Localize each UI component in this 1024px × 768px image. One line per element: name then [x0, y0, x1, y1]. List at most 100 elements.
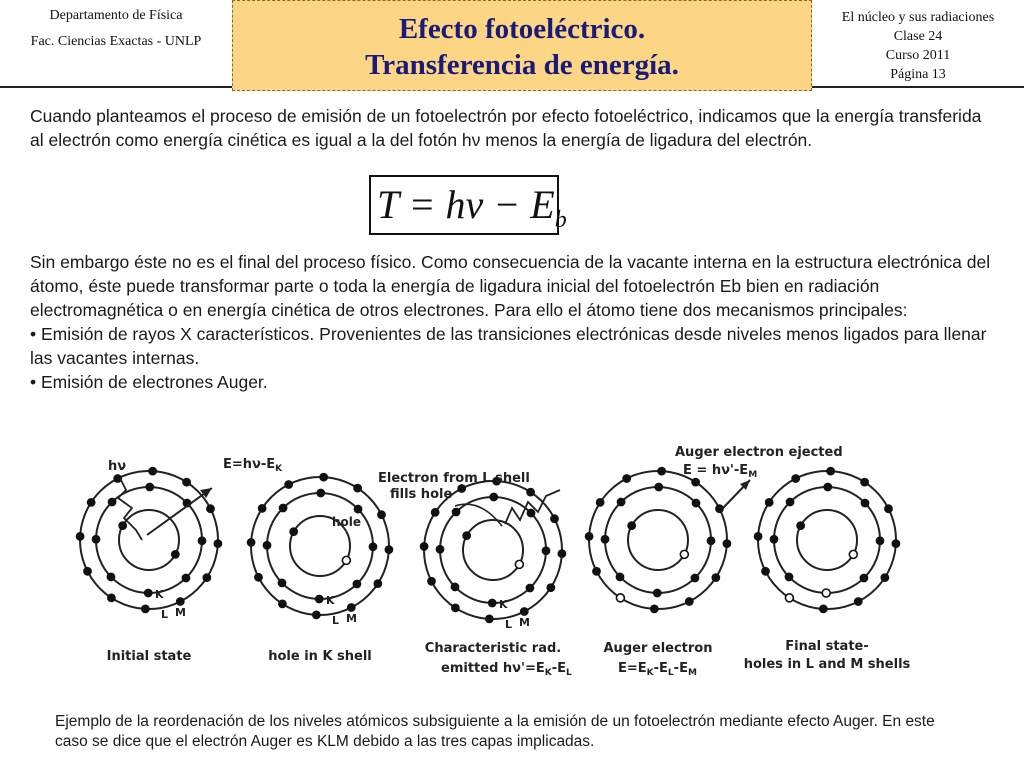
slide-title-line1: Efecto fotoeléctrico.	[398, 13, 646, 45]
atom-4-caption-2: E=EK-EL-EM	[618, 661, 697, 678]
auger-electron-arrowhead	[740, 480, 750, 490]
course-topic-label: El núcleo y sus radiaciones	[841, 10, 995, 25]
atom-3-electron	[526, 487, 536, 497]
header-left-block: Departamento de Física Fac. Ciencias Exa…	[0, 0, 232, 88]
atom-1-electron	[83, 566, 92, 576]
atom-5-electron	[785, 497, 795, 507]
atom-4-electron	[649, 604, 659, 614]
atom-5-electron	[875, 536, 885, 546]
photoelectron-arrow	[146, 487, 213, 536]
atom-5-electron	[826, 466, 836, 476]
atom-5-shell-1	[796, 509, 858, 571]
atom-3-electron	[419, 541, 429, 551]
atom-1-electron	[107, 497, 117, 507]
atom-5-electron	[753, 531, 763, 541]
atom-3-shell-1	[462, 519, 524, 581]
atom-4-electron	[691, 498, 701, 508]
atom-2-electron	[257, 503, 267, 513]
atom-4-electron	[592, 566, 601, 576]
shell-label-l: L	[332, 614, 339, 627]
atom-3-electron	[435, 544, 445, 554]
atom-3-electron	[484, 614, 494, 624]
atom-1-electron	[145, 482, 155, 492]
atom-4-shell-1	[627, 509, 689, 571]
faculty-label: Fac. Ciencias Exactas - UNLP	[30, 34, 202, 49]
shell-label-l: L	[161, 608, 168, 621]
atom-4-electron	[711, 573, 721, 583]
atom-4-electron	[722, 539, 732, 549]
atom-1-electron	[175, 597, 185, 606]
atom-2-shell-3	[250, 476, 390, 616]
atom-2-electron	[316, 488, 326, 498]
atom-3-electron	[487, 598, 497, 608]
atom-1-electron	[118, 521, 128, 531]
atom-1-electron	[181, 573, 191, 583]
atom-5-electron	[784, 572, 794, 582]
atom-2-electron	[352, 579, 362, 589]
shell-label-m: M	[346, 612, 357, 625]
formula-subscript: b	[554, 207, 567, 233]
atom-3-electron	[526, 508, 536, 518]
atom-2-electron	[277, 599, 287, 609]
atom-5-electron	[853, 597, 863, 606]
photoelectron-energy-label: E=hν-EK	[223, 457, 283, 474]
shell-label-k: K	[155, 588, 164, 601]
atom-4-electron	[622, 474, 632, 483]
atom-3-electron	[550, 514, 559, 524]
atom-3-electron	[427, 576, 436, 586]
atom-2-electron	[284, 480, 294, 489]
auger-energy-label: E = hν'-EM	[683, 463, 757, 480]
atom-2-electron	[278, 503, 288, 513]
atom-2-electron	[319, 472, 329, 482]
bullet-xray: • Emisión de rayos X característicos. Pr…	[30, 324, 987, 368]
atom-2-electron	[384, 545, 394, 555]
atom-4-electron	[584, 531, 594, 541]
atom-2-electron	[368, 542, 378, 552]
atom-3-electron	[450, 603, 460, 613]
atom-1-electron	[113, 474, 123, 483]
atom-1-electron	[91, 534, 101, 544]
atom-5-electron	[823, 482, 833, 492]
atom-1-electron	[213, 539, 223, 549]
auger-ejected-label: Auger electron ejected	[675, 445, 843, 460]
atom-3-caption-2: emitted hν'=EK-EL	[441, 661, 572, 678]
atom-5-electron	[859, 573, 869, 583]
atom-1-electron	[86, 497, 96, 507]
photon-wavy-line	[116, 477, 143, 541]
atom-5-electron	[769, 534, 779, 544]
atom-3-electron	[462, 531, 472, 541]
atom-5-caption-2: holes in L and M shells	[744, 657, 911, 672]
fill-hole-arrow	[454, 503, 503, 527]
atom-5-electron	[796, 521, 806, 531]
course-year-label: Curso 2011	[885, 48, 951, 63]
atom-4-electron	[627, 521, 637, 531]
atom-4-electron	[684, 597, 694, 606]
atom-5-electron	[848, 549, 859, 560]
atom-4-electron	[652, 588, 662, 598]
atom-3-electron	[451, 507, 461, 517]
atom-2-electron	[289, 527, 299, 537]
atom-2-electron	[246, 537, 256, 547]
shell-label-k: K	[326, 594, 335, 607]
atom-2-electron	[353, 504, 363, 514]
l-shell-fill-label-1: Electron from L shell	[378, 471, 530, 486]
atom-2-caption: hole in K shell	[268, 649, 372, 664]
atom-4-electron	[679, 549, 690, 560]
atom-4-electron	[706, 536, 716, 546]
shell-label-m: M	[519, 616, 530, 629]
atom-3-caption-1: Characteristic rad.	[425, 641, 561, 656]
slide-title-box: Efecto fotoeléctrico. Transferencia de e…	[232, 0, 812, 91]
atom-5-electron	[880, 573, 890, 583]
shell-label-m: M	[175, 606, 186, 619]
l-shell-fill-label-2: fills hole	[390, 487, 452, 502]
atom-5-electron	[860, 498, 870, 508]
atom-1-electron	[148, 466, 158, 476]
atom-5-electron	[884, 504, 893, 514]
atom-3-electron	[525, 583, 535, 593]
header-right-block: El núcleo y sus radiaciones Clase 24 Cur…	[812, 0, 1024, 88]
bullet-auger: • Emisión de electrones Auger.	[30, 372, 268, 392]
atom-3-electron	[557, 549, 567, 559]
atom-4-electron	[691, 477, 701, 487]
atom-3-electron	[546, 583, 556, 593]
atom-5-electron	[860, 477, 870, 487]
